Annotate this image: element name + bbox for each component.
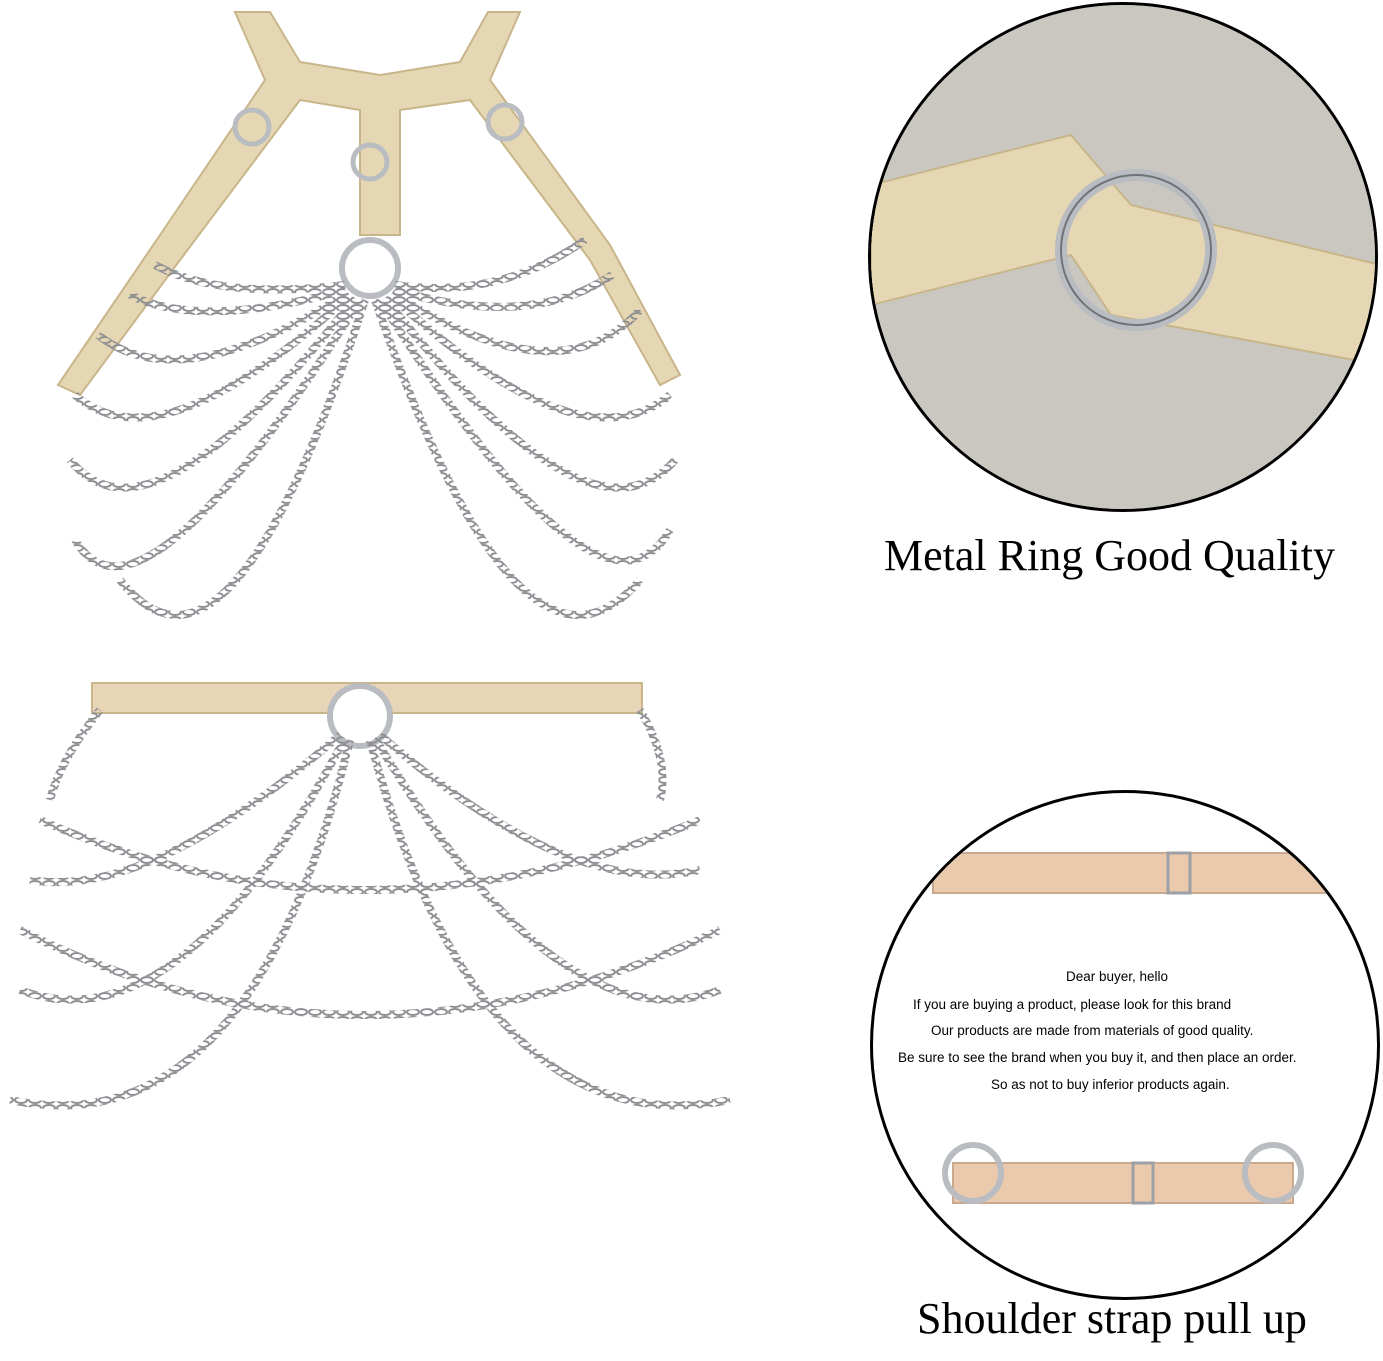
- top-harness: [56, 11, 682, 397]
- notice-line-3: Be sure to see the brand when you buy it…: [898, 1050, 1297, 1065]
- top-chains: [66, 236, 679, 619]
- shoulder-strap-caption: Shoulder strap pull up: [917, 1294, 1307, 1343]
- waist-chains: [9, 707, 731, 1110]
- metal-ring-closeup: [868, 2, 1378, 512]
- metal-ring-caption: Metal Ring Good Quality: [884, 531, 1335, 580]
- shoulder-strap-photo: [932, 851, 1334, 1205]
- ring: [350, 142, 390, 182]
- metal-ring-closeup-photo: [871, 5, 1375, 509]
- ring: [485, 102, 525, 142]
- notice-line-2: Our products are made from materials of …: [931, 1023, 1254, 1038]
- waist-belt: [91, 682, 643, 749]
- center-ring: [339, 237, 401, 299]
- notice-line-1: If you are buying a product, please look…: [913, 997, 1232, 1012]
- notice-line-4: So as not to buy inferior products again…: [991, 1077, 1230, 1092]
- ring: [232, 107, 272, 147]
- notice-greeting: Dear buyer, hello: [1066, 969, 1169, 984]
- belt-ring: [327, 683, 393, 749]
- harness-product-image: [9, 11, 731, 1110]
- shoulder-strap-closeup: Dear buyer, hello If you are buying a pr…: [870, 790, 1380, 1300]
